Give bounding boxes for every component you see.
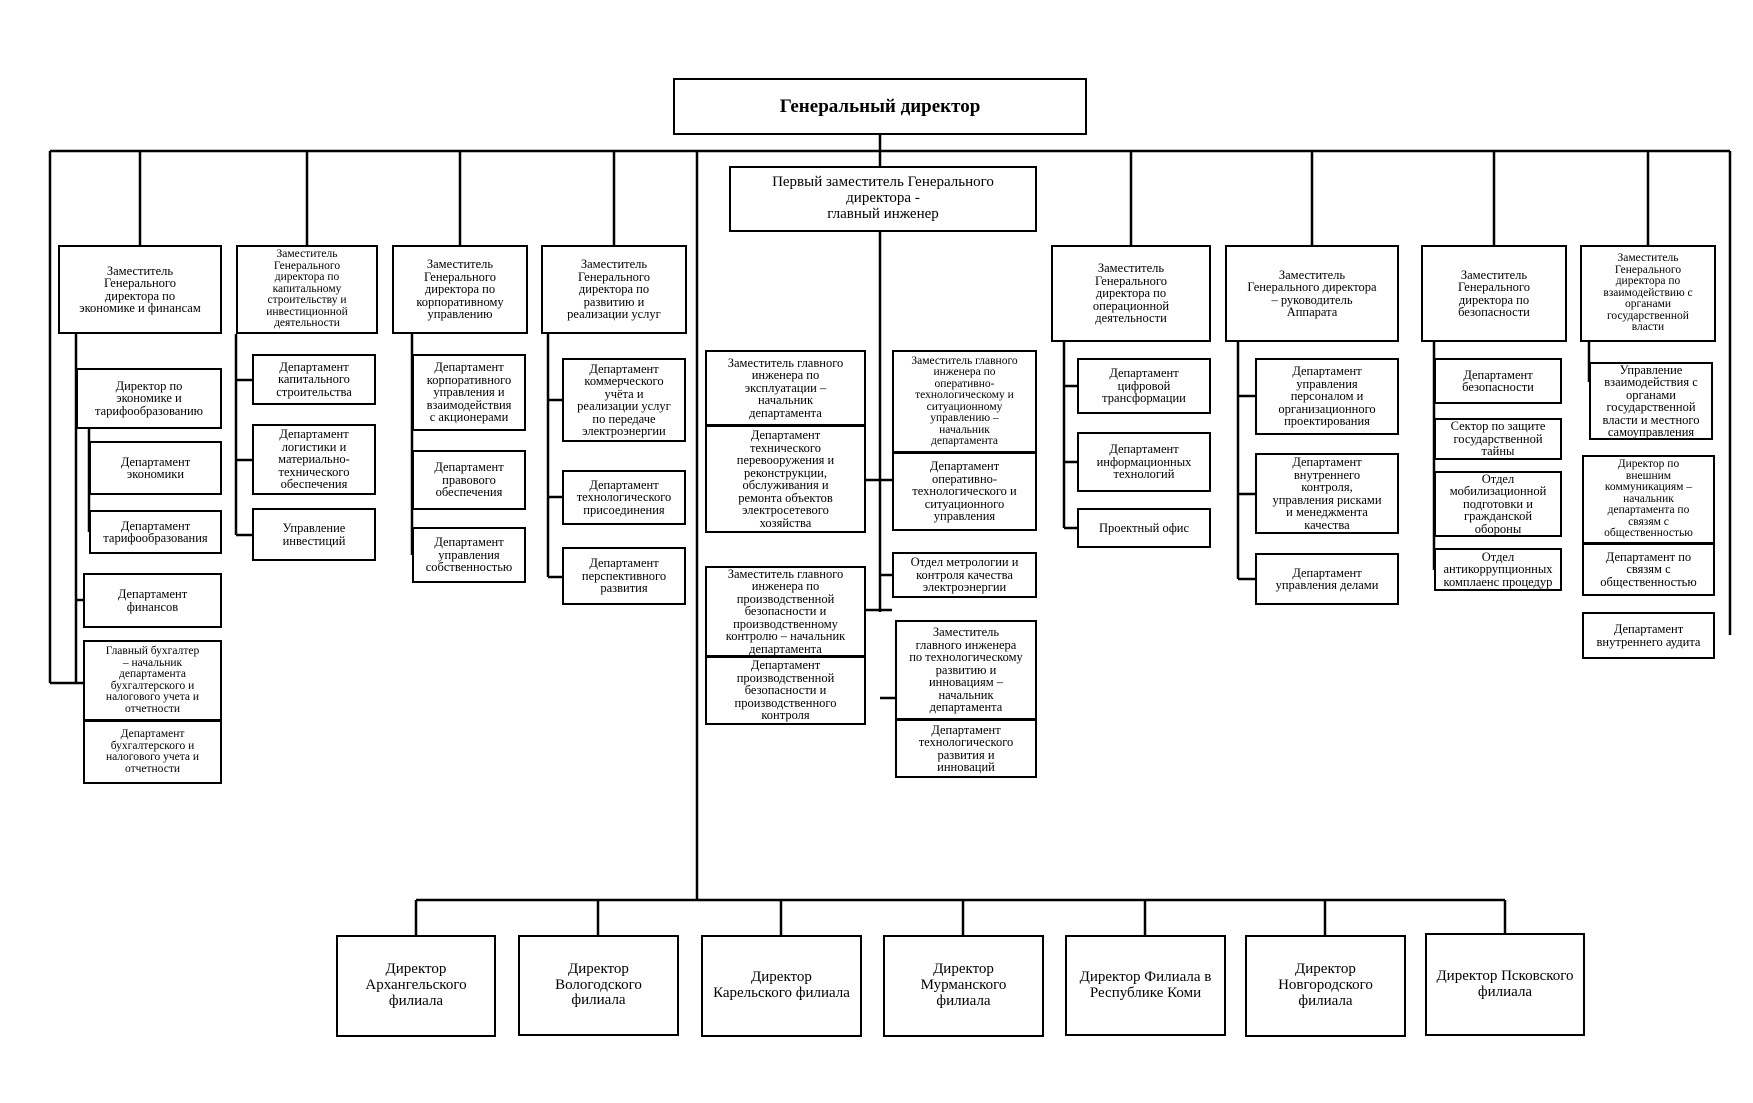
dept-reequipment-box: Департамент технического перевооружения … xyxy=(705,425,866,533)
deputy-construction-box: Заместитель Генерального директора по ка… xyxy=(236,245,378,334)
dept-finance-box: Департамент финансов xyxy=(83,573,222,628)
dept-affairs-box: Департамент управления делами xyxy=(1255,553,1399,605)
deputy-economics-box: Заместитель Генерального директора по эк… xyxy=(58,245,222,334)
dept-corporate-governance-box: Департамент корпоративного управления и … xyxy=(412,354,526,431)
dept-public-relations-box: Департамент по связям с общественностью xyxy=(1582,543,1715,596)
branch-karelia-box: Директор Карельского филиала xyxy=(701,935,862,1037)
deputy-government-box: Заместитель Генерального директора по вз… xyxy=(1580,245,1716,342)
dept-anticorruption-box: Отдел антикоррупционных комплаенс процед… xyxy=(1434,548,1562,591)
deputy-chief-engineer-dispatch-box: Заместитель главного инженера по операти… xyxy=(892,350,1037,453)
dept-prospective-box: Департамент перспективного развития xyxy=(562,547,686,605)
dept-metrology-box: Отдел метрологии и контроля качества эле… xyxy=(892,552,1037,598)
branch-murmansk-box: Директор Мурманского филиала xyxy=(883,935,1044,1037)
deputy-security-box: Заместитель Генерального директора по бе… xyxy=(1421,245,1567,342)
dept-innovation-box: Департамент технологического развития и … xyxy=(895,719,1037,778)
ceo-box: Генеральный директор xyxy=(673,78,1087,135)
deputy-chief-engineer-operation-box: Заместитель главного инженера по эксплуа… xyxy=(705,350,866,426)
deputy-chief-engineer-innovation-box: Заместитель главного инженера по техноло… xyxy=(895,620,1037,720)
deputy-chief-engineer-safety-box: Заместитель главного инженера по произво… xyxy=(705,566,866,657)
dept-property-box: Департамент управления собственностью xyxy=(412,527,526,583)
project-office-box: Проектный офис xyxy=(1077,508,1211,548)
dept-investments-box: Управление инвестиций xyxy=(252,508,376,561)
branch-novgorod-box: Директор Новгородского филиала xyxy=(1245,935,1406,1037)
chief-accountant-box: Главный бухгалтер – начальник департамен… xyxy=(83,640,222,721)
dept-dispatch-box: Департамент оперативно- технологического… xyxy=(892,452,1037,531)
branch-komi-box: Директор Филиала в Республике Коми xyxy=(1065,935,1226,1036)
dept-logistics-box: Департамент логистики и материально- тех… xyxy=(252,424,376,495)
dept-digital-transformation-box: Департамент цифровой трансформации xyxy=(1077,358,1211,414)
dept-connection-box: Департамент технологического присоединен… xyxy=(562,470,686,525)
director-economics-box: Директор по экономике и тарифообразовани… xyxy=(76,368,222,429)
dept-internal-control-box: Департамент внутреннего контроля, управл… xyxy=(1255,453,1399,534)
dept-legal-box: Департамент правового обеспечения xyxy=(412,450,526,510)
dept-government-relations-box: Управление взаимодействия с органами гос… xyxy=(1589,362,1713,440)
dept-accounting-box: Департамент бухгалтерского и налогового … xyxy=(83,720,222,784)
first-deputy-box: Первый заместитель Генерального директор… xyxy=(729,166,1037,232)
director-communications-box: Директор по внешним коммуникациям – нача… xyxy=(1582,455,1715,544)
branch-arkhangelsk-box: Директор Архангельского филиала xyxy=(336,935,496,1037)
dept-internal-audit-box: Департамент внутреннего аудита xyxy=(1582,612,1715,659)
dept-tariff-box: Департамент тарифообразования xyxy=(89,510,222,554)
dept-economics-box: Департамент экономики xyxy=(89,441,222,495)
dept-capital-construction-box: Департамент капитального строительства xyxy=(252,354,376,405)
deputy-apparatus-box: Заместитель Генерального директора – рук… xyxy=(1225,245,1399,342)
deputy-development-box: Заместитель Генерального директора по ра… xyxy=(541,245,687,334)
deputy-corporate-box: Заместитель Генерального директора по ко… xyxy=(392,245,528,334)
branch-pskov-box: Директор Псковского филиала xyxy=(1425,933,1585,1036)
dept-personnel-box: Департамент управления персоналом и орга… xyxy=(1255,358,1399,435)
deputy-operations-box: Заместитель Генерального директора по оп… xyxy=(1051,245,1211,342)
dept-commercial-box: Департамент коммерческого учёта и реализ… xyxy=(562,358,686,442)
dept-security-box: Департамент безопасности xyxy=(1434,358,1562,404)
dept-mobilization-box: Отдел мобилизационной подготовки и гражд… xyxy=(1434,471,1562,537)
sector-state-secret-box: Сектор по защите государственной тайны xyxy=(1434,418,1562,460)
dept-it-box: Департамент информационных технологий xyxy=(1077,432,1211,492)
branch-vologda-box: Директор Вологодского филиала xyxy=(518,935,679,1036)
dept-industrial-safety-box: Департамент производственной безопасност… xyxy=(705,656,866,725)
